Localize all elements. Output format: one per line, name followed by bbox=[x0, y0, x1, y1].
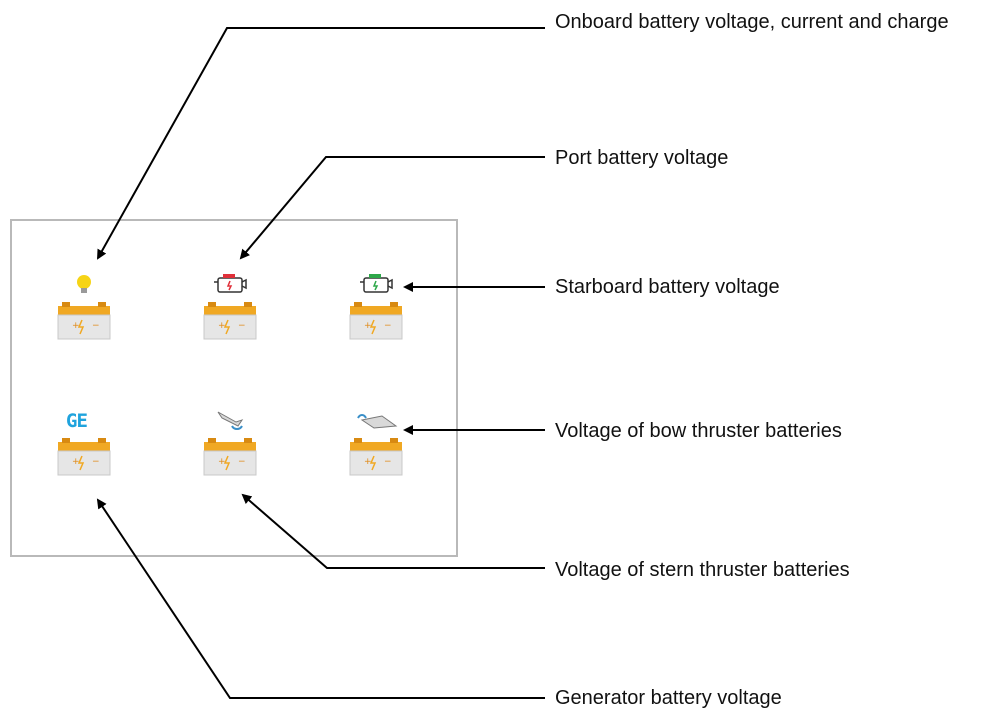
generator-icon: GE bbox=[66, 410, 88, 432]
light-bulb-icon bbox=[57, 275, 111, 340]
arrow-port bbox=[239, 156, 545, 260]
label-stern: Voltage of stern thruster batteries bbox=[555, 559, 850, 581]
battery-tile-generator[interactable]: GE bbox=[52, 408, 116, 504]
stern-thruster-icon bbox=[203, 411, 257, 476]
battery-tile-bow[interactable] bbox=[344, 408, 408, 504]
label-onboard: Onboard battery voltage, current and cha… bbox=[555, 11, 949, 33]
label-bow: Voltage of bow thruster batteries bbox=[555, 420, 842, 442]
label-port: Port battery voltage bbox=[555, 147, 729, 169]
battery-tile-starboard[interactable] bbox=[344, 270, 408, 366]
battery-tile-onboard[interactable] bbox=[52, 270, 116, 366]
arrow-onboard bbox=[97, 27, 545, 260]
arrow-generator bbox=[96, 498, 545, 699]
label-starboard: Starboard battery voltage bbox=[555, 276, 780, 298]
engine-starboard-icon bbox=[349, 274, 403, 340]
bow-thruster-icon bbox=[349, 414, 403, 476]
battery-tile-port[interactable] bbox=[198, 270, 262, 366]
engine-port-icon bbox=[203, 274, 257, 340]
battery-tile-stern[interactable] bbox=[198, 408, 262, 504]
arrow-stern bbox=[241, 493, 545, 569]
label-generator: Generator battery voltage bbox=[555, 687, 782, 709]
